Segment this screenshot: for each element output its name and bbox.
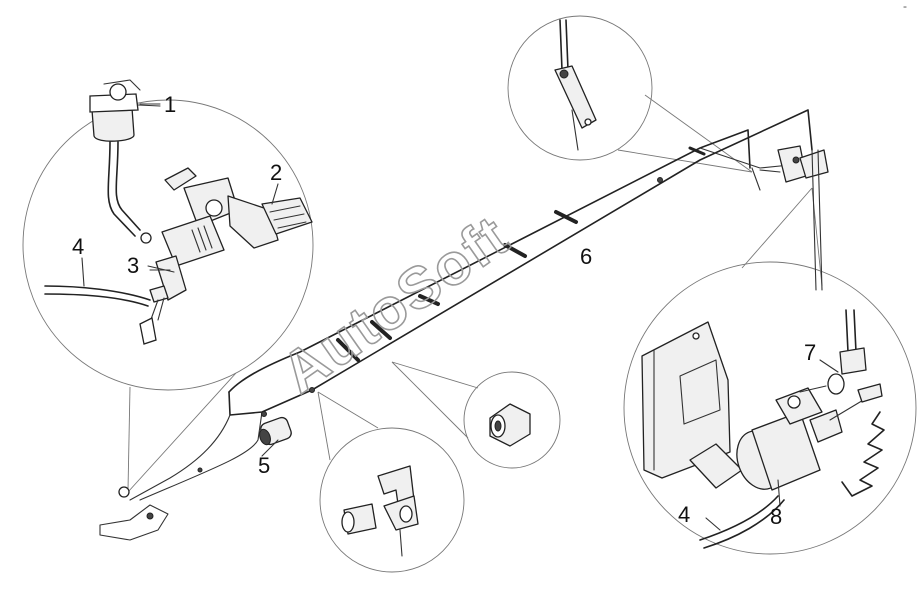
right-connector-cluster [751, 145, 829, 291]
reservoir-part-1 [89, 79, 161, 142]
callout-1: 1 [164, 92, 176, 117]
booster-part-8 [736, 387, 843, 507]
left-pipe-bracket [99, 486, 169, 541]
feed-hose [107, 141, 152, 244]
callout-6: 6 [580, 244, 592, 269]
detail-circle-bracket-top [507, 15, 753, 173]
corner-mark: - [903, 0, 907, 13]
detail-circle-pedal-assembly [22, 99, 314, 493]
pedal-switch-part-2 [164, 167, 313, 249]
part-5-hose-sleeve [259, 416, 292, 446]
pushrod-and-spring [829, 383, 885, 497]
callouts: 1 2 3 4 5 6 7 4 8 [72, 92, 839, 529]
top-bracket-detail [554, 19, 597, 151]
callout-2: 2 [270, 160, 282, 185]
callout-4-left: 4 [72, 234, 84, 259]
callout-5: 5 [258, 453, 270, 478]
hose-part-4-right [699, 495, 785, 549]
detail-circle-clip [317, 391, 465, 573]
watermark-text: AutoSoft [270, 203, 521, 406]
fitting-part-7 [799, 309, 867, 395]
union-nut-detail [489, 403, 531, 447]
callout-3: 3 [127, 253, 139, 278]
callout-7: 7 [804, 340, 816, 365]
hydraulic-pipe-run [129, 109, 813, 501]
hose-part-4-left [44, 257, 151, 307]
callout-8: 8 [770, 504, 782, 529]
pipe-clamps [336, 146, 706, 362]
master-cylinder-part-3 [139, 215, 225, 345]
pipe-clip-detail [341, 465, 419, 557]
callout-4-right: 4 [678, 502, 690, 527]
mounting-bracket [641, 321, 743, 489]
detail-circle-nut [391, 361, 561, 469]
